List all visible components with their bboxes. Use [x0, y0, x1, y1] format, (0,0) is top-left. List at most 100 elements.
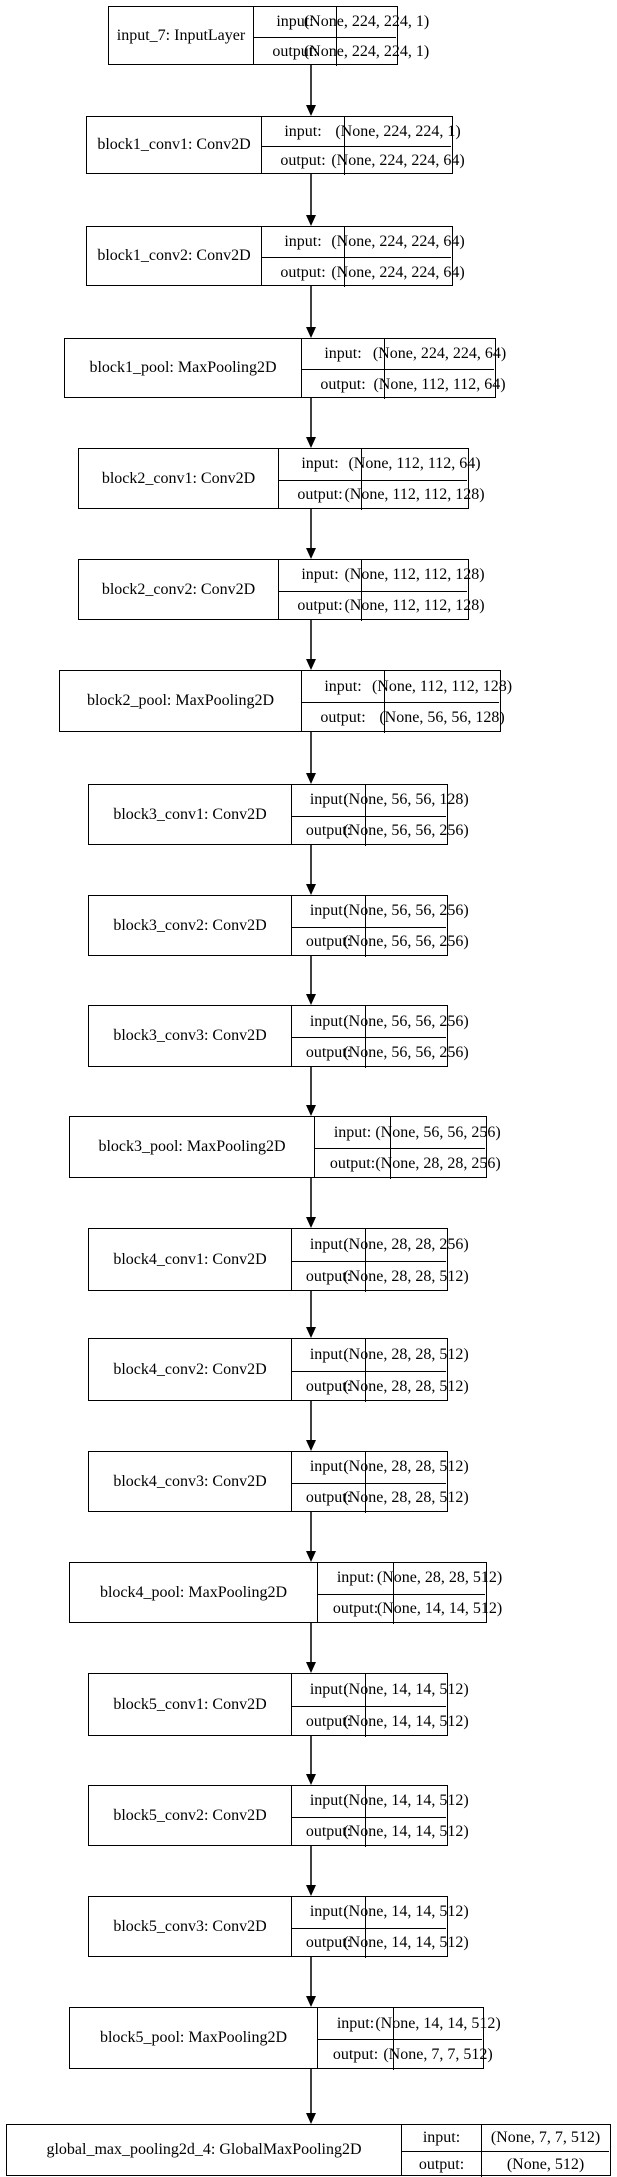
layer-name: block1_pool: MaxPooling2D — [65, 339, 302, 397]
output-shape: (None, 14, 14, 512) — [343, 1816, 469, 1848]
output-label: output: — [254, 36, 337, 66]
input-label: input: — [292, 785, 366, 816]
layer-name: block5_conv1: Conv2D — [89, 1674, 292, 1735]
output-label: output: — [302, 369, 385, 399]
arrowhead — [306, 1327, 316, 1338]
layer-name: input_7: InputLayer — [109, 7, 254, 64]
input-shape: (None, 224, 224, 64) — [331, 233, 465, 250]
layer-name: block3_conv3: Conv2D — [89, 1006, 292, 1066]
input-label: input: — [318, 1563, 394, 1594]
layer-name: block4_conv2: Conv2D — [89, 1339, 292, 1400]
layer-name: block5_conv3: Conv2D — [89, 1897, 292, 1956]
output-shape: (None, 56, 56, 256) — [343, 815, 469, 847]
input-shape: (None, 56, 56, 256) — [343, 1012, 469, 1030]
input-shape: (None, 56, 56, 256) — [343, 902, 469, 920]
output-shape: (None, 112, 112, 128) — [344, 590, 485, 622]
input-shape: (None, 112, 112, 64) — [348, 455, 481, 473]
input-shape: (None, 14, 14, 512) — [343, 1903, 469, 1921]
output-shape: (None, 112, 112, 64) — [373, 369, 506, 399]
arrowhead — [306, 1105, 316, 1116]
input-shape: (None, 224, 224, 64) — [372, 345, 507, 362]
output-label: output: — [292, 815, 366, 846]
output-shape: (None, 28, 28, 512) — [343, 1370, 469, 1403]
input-label: input: — [302, 339, 385, 369]
output-label: output: — [292, 926, 366, 957]
input-shape: (None, 224, 224, 1) — [335, 122, 461, 140]
output-label: output: — [302, 702, 385, 733]
input-label: input: — [262, 227, 345, 257]
arrowhead — [306, 994, 316, 1005]
output-shape: (None, 28, 28, 512) — [343, 1260, 469, 1293]
arrowhead — [306, 215, 316, 226]
input-label: input: — [254, 7, 337, 37]
output-label: output: — [279, 479, 362, 510]
output-label: output: — [318, 1593, 394, 1624]
arrowhead — [306, 1551, 316, 1562]
output-label: output: — [292, 1037, 366, 1068]
arrowhead — [306, 1885, 316, 1896]
output-label: output: — [318, 2039, 394, 2070]
layer-name: block4_conv1: Conv2D — [89, 1229, 292, 1290]
arrowhead — [306, 2113, 316, 2124]
layer-name: block5_conv2: Conv2D — [89, 1786, 292, 1845]
output-shape: (None, 14, 14, 512) — [377, 1593, 502, 1625]
input-label: input: — [292, 1674, 366, 1706]
input-shape: (None, 28, 28, 512) — [343, 1345, 469, 1363]
arrowhead — [306, 1217, 316, 1228]
arrowhead — [306, 548, 316, 559]
layer-name: block3_pool: MaxPooling2D — [70, 1117, 315, 1177]
input-shape: (None, 28, 28, 512) — [376, 1569, 503, 1587]
output-label: output: — [262, 257, 345, 287]
input-label: input: — [318, 2008, 394, 2039]
output-shape: (None, 28, 28, 256) — [375, 1148, 501, 1179]
layer-name: block5_pool: MaxPooling2D — [70, 2008, 318, 2068]
input-label: input: — [292, 1897, 366, 1928]
output-shape: (None, 7, 7, 512) — [383, 2039, 493, 2070]
output-label: output: — [279, 590, 362, 621]
input-shape: (None, 112, 112, 128) — [344, 566, 485, 584]
layer-name: block4_pool: MaxPooling2D — [70, 1563, 318, 1622]
input-label: input: — [262, 117, 345, 146]
input-label: input: — [292, 896, 366, 927]
input-label: input: — [279, 449, 362, 480]
output-label: output: — [262, 146, 345, 175]
input-label: input: — [292, 1229, 366, 1261]
input-shape: (None, 14, 14, 512) — [375, 2014, 501, 2032]
arrowhead — [306, 327, 316, 338]
output-label: output: — [292, 1482, 366, 1513]
output-shape: (None, 512) — [482, 2151, 609, 2177]
output-label: output: — [402, 2151, 482, 2177]
layer-name: block2_conv1: Conv2D — [79, 449, 279, 508]
output-shape: (None, 56, 56, 256) — [343, 1037, 469, 1068]
output-label: output: — [292, 1370, 366, 1402]
input-shape: (None, 28, 28, 512) — [343, 1458, 469, 1476]
arrowhead — [306, 659, 316, 670]
input-label: input: — [292, 1006, 366, 1037]
arrowhead — [306, 1662, 316, 1673]
input-shape: (None, 14, 14, 512) — [343, 1680, 469, 1698]
arrowhead — [306, 1440, 316, 1451]
output-label: output: — [292, 1260, 366, 1292]
layer-name: block3_conv1: Conv2D — [89, 785, 292, 844]
output-shape: (None, 14, 14, 512) — [343, 1705, 469, 1738]
input-label: input: — [315, 1117, 391, 1148]
output-shape: (None, 224, 224, 64) — [331, 146, 465, 175]
